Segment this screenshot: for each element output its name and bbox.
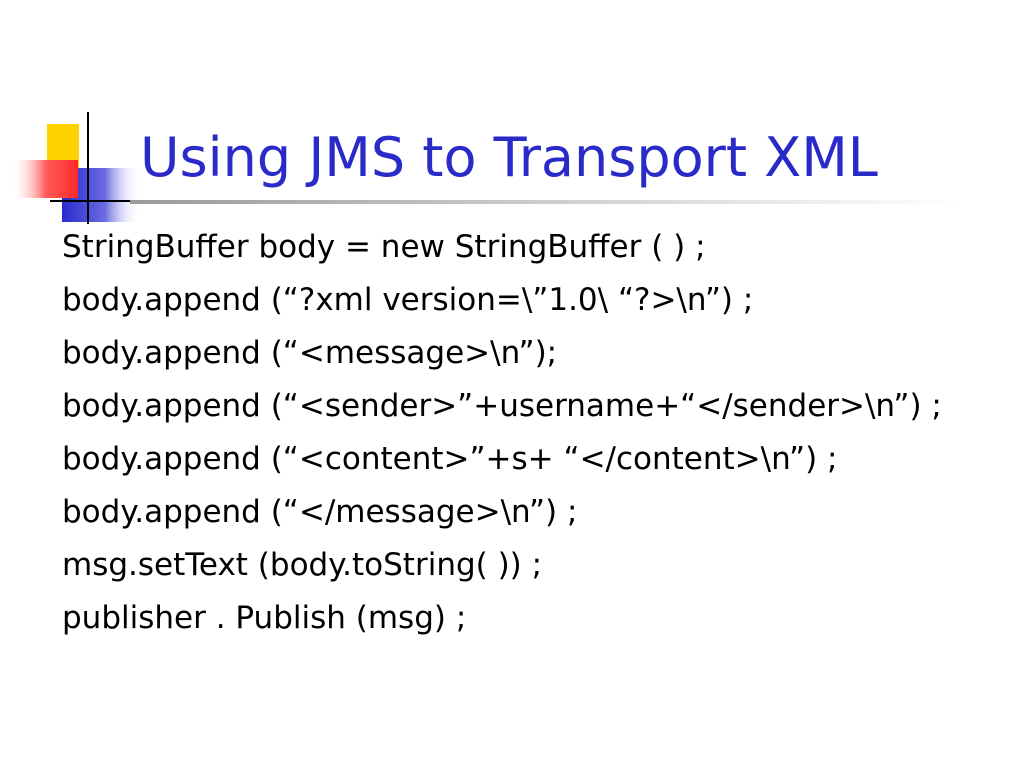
code-line: msg.setText (body.toString( )) ; bbox=[62, 547, 543, 583]
code-line: StringBuffer body = new StringBuffer ( )… bbox=[62, 229, 706, 265]
code-line: body.append (“<message>\n”); bbox=[62, 335, 558, 371]
logo-red-bar bbox=[14, 160, 78, 198]
code-line: body.append (“?xml version=\”1.0\ “?>\n”… bbox=[62, 282, 754, 318]
code-line: body.append (“<content>”+s+ “</content>\… bbox=[62, 441, 838, 477]
title-underline bbox=[130, 200, 960, 204]
code-line: publisher . Publish (msg) ; bbox=[62, 600, 467, 636]
slide-title: Using JMS to Transport XML bbox=[140, 126, 878, 189]
slide-decoration bbox=[14, 112, 960, 224]
code-line: body.append (“<sender>”+username+“</send… bbox=[62, 388, 942, 424]
code-lines: StringBuffer body = new StringBuffer ( )… bbox=[62, 226, 992, 650]
code-line: body.append (“</message>\n”) ; bbox=[62, 494, 578, 530]
